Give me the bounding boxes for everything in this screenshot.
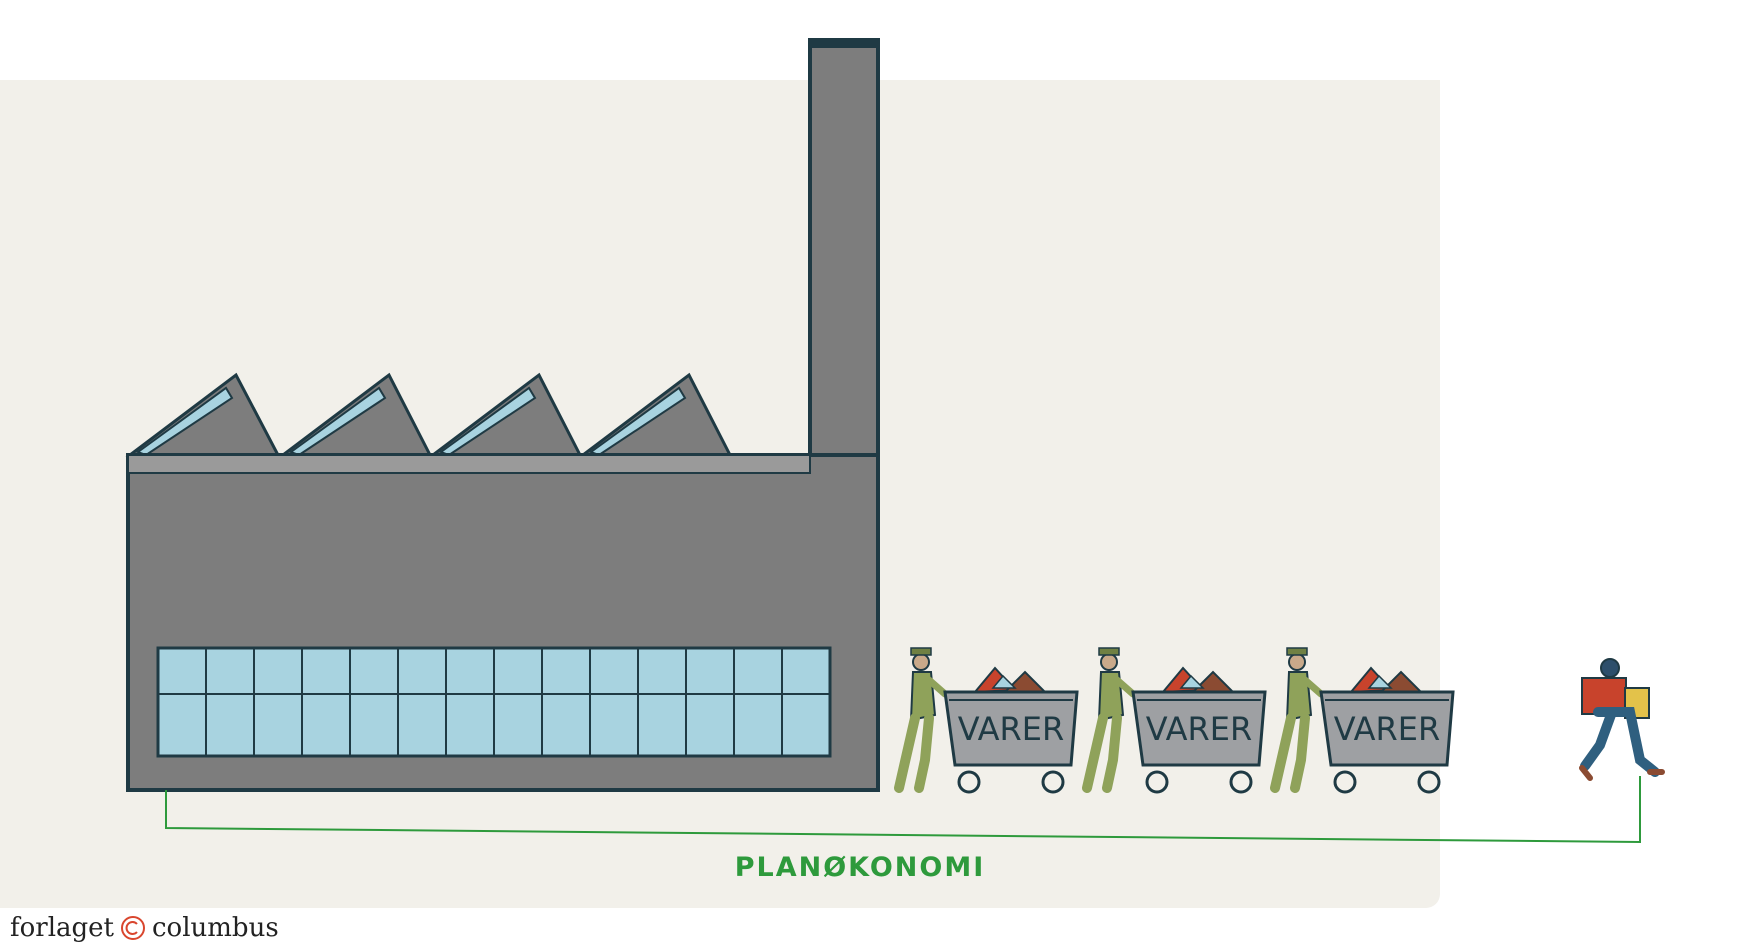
chimney-cap: [808, 38, 880, 48]
worker-figure: [1270, 647, 1325, 793]
goods-cart: VARER: [1319, 666, 1455, 794]
factory-roof: [125, 372, 733, 457]
goods-cart: VARER: [1131, 666, 1267, 794]
worker-figure: [1082, 647, 1137, 793]
flow-line: [165, 776, 1641, 844]
copyright-circle-icon: [121, 916, 145, 940]
worker-figure: [894, 647, 949, 793]
publisher-name-right: columbus: [152, 913, 279, 943]
factory-chimney: [808, 38, 880, 472]
consumer-figure: [1579, 658, 1665, 781]
cart-label: VARER: [1334, 710, 1440, 748]
cart-label: VARER: [1146, 710, 1252, 748]
planned-economy-label: PLANØKONOMI: [734, 852, 986, 883]
factory: [125, 38, 880, 792]
roof-ledge: [127, 454, 811, 474]
publisher-name-left: forlaget: [10, 913, 114, 943]
goods-cart: VARER: [943, 666, 1079, 794]
cart-label: VARER: [958, 710, 1064, 748]
publisher-credit: forlaget columbus: [10, 913, 279, 943]
